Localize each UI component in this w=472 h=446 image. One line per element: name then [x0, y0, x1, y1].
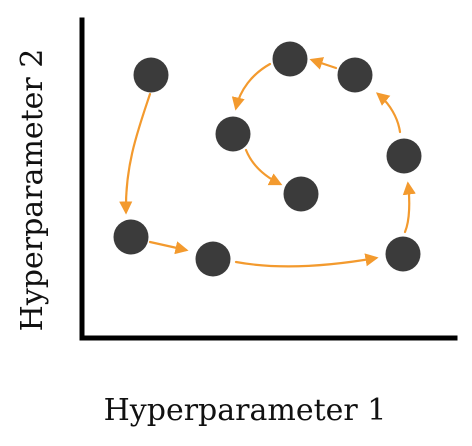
- point-4: [385, 236, 421, 272]
- point-2: [113, 219, 149, 255]
- point-8: [215, 116, 251, 152]
- x-axis-label: Hyperparameter 1: [104, 393, 387, 428]
- point-7: [272, 41, 308, 77]
- search-path-arrows: [119, 57, 416, 268]
- arrow-8: [244, 148, 283, 186]
- arrow-2: [148, 240, 189, 255]
- arrow-3: [234, 253, 379, 268]
- arrow-1: [119, 92, 152, 215]
- point-9: [283, 176, 319, 212]
- point-5: [386, 138, 422, 174]
- point-1: [133, 57, 169, 93]
- arrow-5: [375, 92, 402, 134]
- arrow-6: [309, 57, 338, 70]
- search-points: [113, 41, 422, 277]
- y-axis-label: Hyperparameter 2: [15, 49, 50, 332]
- arrow-7: [231, 62, 272, 111]
- point-6: [337, 57, 373, 93]
- point-3: [195, 241, 231, 277]
- arrow-4: [402, 181, 416, 234]
